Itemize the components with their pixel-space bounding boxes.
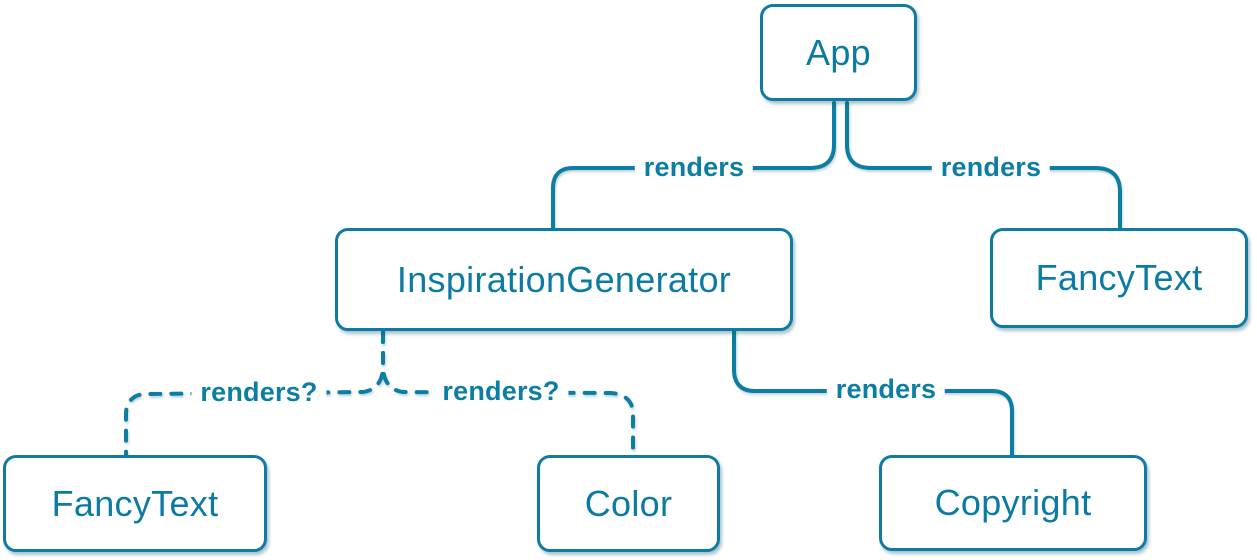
node-fancy-text-top: FancyText [990,228,1248,328]
node-inspiration-generator: InspirationGenerator [335,228,793,331]
node-copyright-label: Copyright [934,482,1092,523]
node-fancy-text-bottom: FancyText [3,455,267,552]
node-color: Color [537,455,720,552]
node-fancy-text-top-label: FancyText [1035,257,1203,298]
node-inspiration-generator-label: InspirationGenerator [396,258,732,300]
node-app: App [760,4,917,101]
node-app-label: App [806,31,871,73]
edge-label-renders-bottom: renders [826,374,946,405]
edge-label-renders-conditional-left: renders? [191,377,327,408]
node-fancy-text-bottom-label: FancyText [51,482,219,524]
node-color-label: Color [584,482,673,524]
edge-label-renders-conditional-right: renders? [433,376,569,407]
node-copyright: Copyright [879,455,1147,551]
edge-label-renders-right: renders [931,152,1051,183]
edge-label-renders-left: renders [634,152,754,183]
